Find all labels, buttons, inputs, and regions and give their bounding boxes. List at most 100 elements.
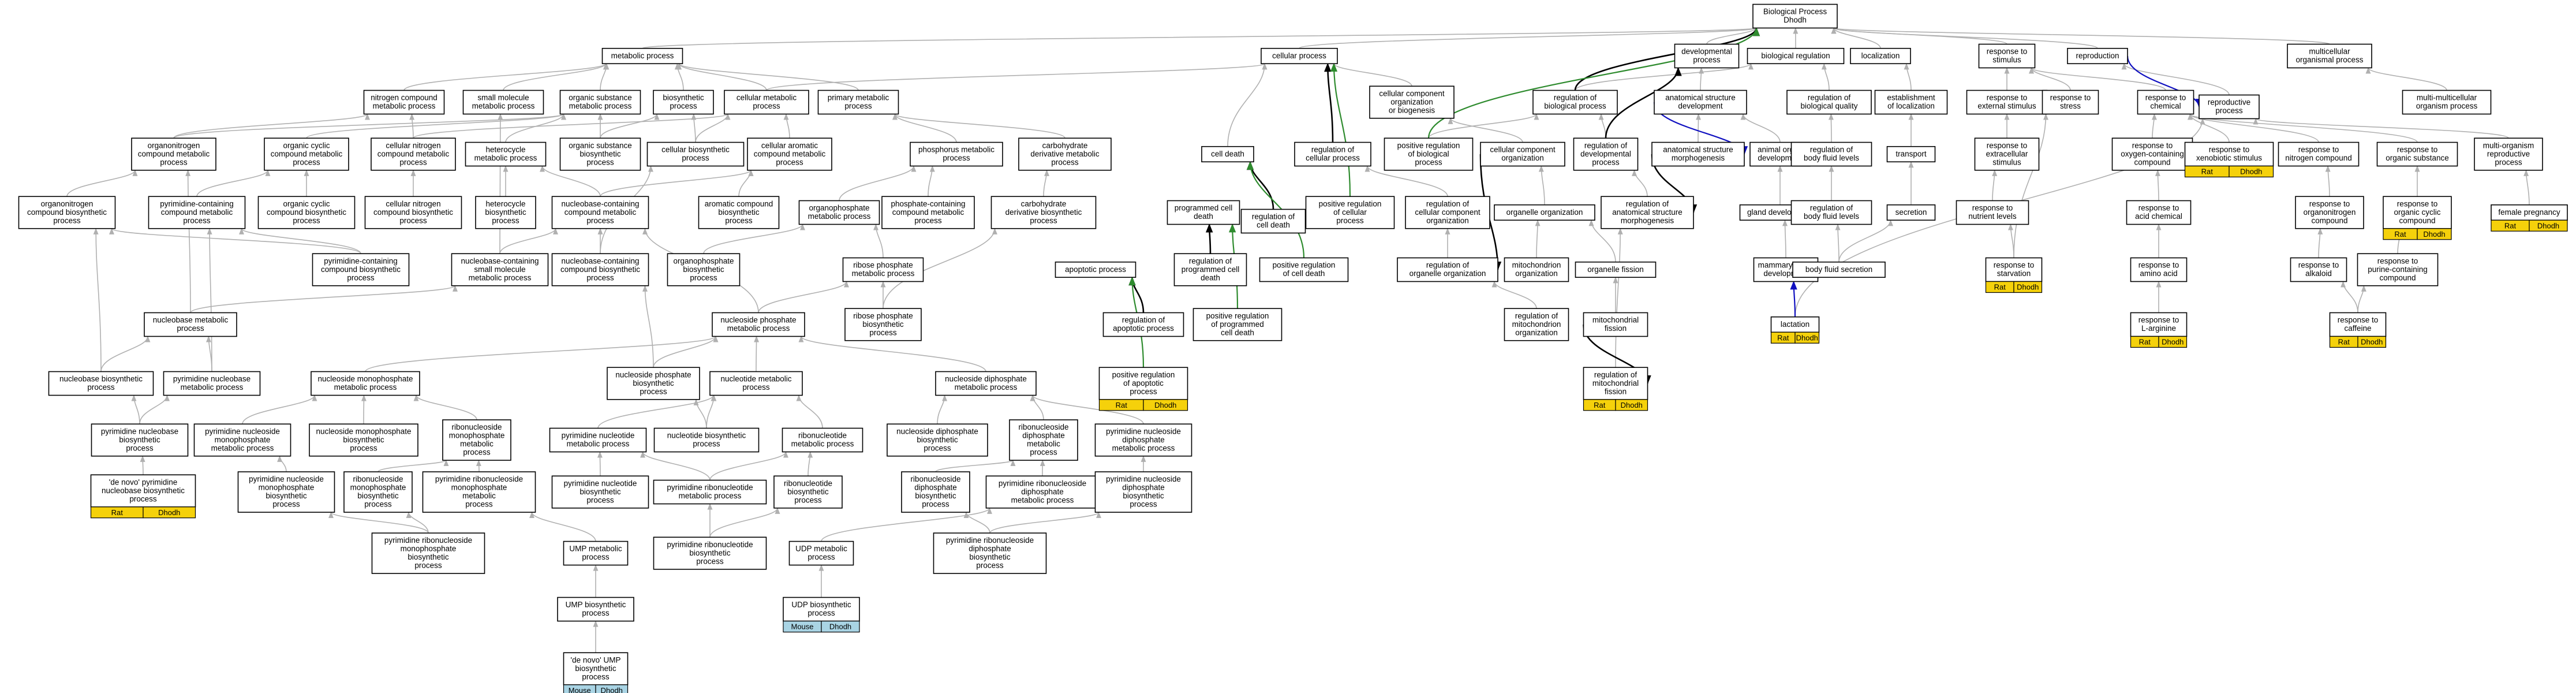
- node-label-line: development: [1678, 102, 1723, 110]
- node-label-line: body fluid secretion: [1805, 265, 1872, 274]
- node-box: [1674, 43, 1740, 69]
- node-label-line: organization: [1390, 98, 1433, 106]
- node-label-line: process: [1030, 448, 1057, 457]
- is-a-edge: [758, 281, 849, 313]
- is-a-edge: [1699, 67, 1704, 91]
- node-label-line: process: [924, 444, 951, 452]
- node-label-line: organic substance: [569, 94, 632, 102]
- node-label-line: pyrimidine nucleotide: [564, 479, 637, 487]
- node-label-line: organic substance: [569, 141, 632, 150]
- node-label-line: process: [922, 500, 949, 509]
- is-a-edge: [693, 398, 707, 429]
- node-box: [557, 597, 634, 622]
- species-tag-label: Rat: [2394, 230, 2406, 239]
- node-label-line: pyrimidine nucleobase: [101, 427, 178, 435]
- node-label-line: response to: [2377, 256, 2418, 265]
- node-label-line: pyrimidine nucleoside: [249, 475, 324, 483]
- node-label-line: oxygen-containing: [2121, 150, 2184, 158]
- node-label-line: cell death: [1257, 221, 1290, 229]
- node-label-line: biosynthetic: [663, 94, 704, 102]
- node-box: [131, 137, 216, 171]
- node-box: [1583, 367, 1648, 400]
- is-a-edge: [1831, 27, 2098, 49]
- node-label-line: organelle fission: [1587, 265, 1644, 274]
- node-box: [563, 652, 629, 685]
- node-box: [257, 196, 356, 229]
- gene-tag-label: Dhodh: [2361, 338, 2383, 346]
- is-a-edge: [600, 113, 660, 139]
- node-label-line: stimulus: [1992, 158, 2021, 166]
- node-box: [163, 371, 261, 396]
- node-label-line: metabolic process: [808, 212, 871, 221]
- gene-tag: [2357, 336, 2387, 348]
- is-a-edge: [1331, 63, 1412, 87]
- node-label-line: organization: [1501, 154, 1544, 162]
- node-label-line: compound: [2311, 216, 2347, 225]
- is-a-edge: [100, 336, 151, 372]
- node-label-line: response to: [1987, 94, 2028, 102]
- is-a-edge: [2253, 118, 2509, 139]
- node-box: [1654, 90, 1747, 115]
- node-label-line: cellular nitrogen: [386, 141, 440, 150]
- node-label-line: biosynthetic: [862, 320, 904, 329]
- go-node-ndpb: nucleoside diphosphatebiosyntheticproces…: [887, 423, 988, 457]
- node-label-line: process: [347, 273, 375, 282]
- node-box: [2290, 257, 2347, 282]
- node-label-line: multicellular: [2309, 47, 2350, 56]
- node-label-line: nucleobase biosynthetic: [59, 375, 143, 383]
- node-label-line: of apoptotic: [1123, 379, 1164, 388]
- node-label-line: pyrimidine ribonucleotide: [667, 540, 753, 549]
- is-a-edge: [505, 113, 566, 143]
- species-tag-label: Rat: [111, 508, 124, 517]
- node-label-line: process: [1336, 216, 1364, 225]
- is-a-edge: [2188, 113, 2319, 143]
- node-label-line: biological quality: [1800, 102, 1857, 110]
- node-label-line: mitochondrion: [1512, 261, 1561, 270]
- gene-tag-label: Dhodh: [1796, 333, 1818, 342]
- node-label-line: acid chemical: [2135, 212, 2182, 221]
- node-box: [48, 371, 154, 396]
- node-label-line: body fluid levels: [1804, 212, 1859, 221]
- node-label-line: regulation of: [1426, 261, 1470, 270]
- gene-tag: [595, 684, 629, 693]
- is-a-edge: [674, 63, 684, 91]
- node-label-line: metabolic process: [181, 383, 244, 392]
- node-label-line: monophosphate: [401, 545, 457, 553]
- node-label-line: of programmed: [1211, 320, 1264, 329]
- node-label-line: cellular component: [1415, 208, 1480, 217]
- node-label-line: reproductive: [2487, 150, 2530, 158]
- node-label-line: morphogenesis: [1672, 154, 1725, 162]
- is-a-edge: [883, 228, 997, 309]
- node-label-line: compound metabolic: [754, 150, 826, 158]
- node-label-line: response to: [1994, 261, 2035, 270]
- node-label-line: metabolic process: [852, 269, 915, 278]
- is-a-edge: [1632, 169, 1648, 197]
- node-box: [1651, 141, 1745, 167]
- node-label-line: response to: [2138, 261, 2179, 270]
- node-label-line: diphosphate: [914, 483, 957, 492]
- gene-tag-label: Dhodh: [2240, 167, 2262, 176]
- node-label-line: cellular component: [1379, 89, 1445, 98]
- node-label-line: process: [87, 383, 115, 392]
- go-node-met: metabolic process: [601, 47, 683, 65]
- is-a-edge: [2151, 113, 2157, 139]
- node-label-line: biosynthetic: [969, 553, 1011, 561]
- node-box: [2126, 200, 2192, 225]
- node-label-line: reproduction: [2076, 51, 2119, 60]
- node-label-line: response to: [2132, 141, 2173, 150]
- node-label-line: cellular component: [1490, 146, 1556, 154]
- is-a-edge: [600, 169, 754, 197]
